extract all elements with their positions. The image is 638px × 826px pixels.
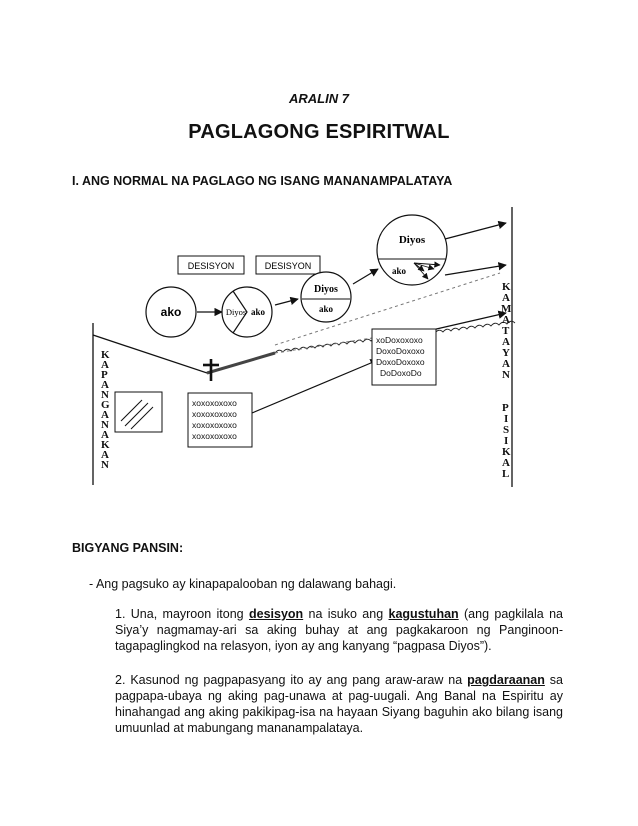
svg-text:G: G	[101, 399, 110, 411]
growth-diagram: DESISYON DESISYON ako Diyos ako Diyos ak…	[92, 207, 516, 487]
decision-label-1: DESISYON	[188, 261, 235, 271]
svg-text:N: N	[101, 419, 109, 431]
decision-label-2: DESISYON	[265, 261, 312, 271]
old-ways-line: xoxoxoxoxo	[192, 409, 237, 419]
svg-text:A: A	[101, 449, 109, 461]
dashed-lower-line	[274, 337, 373, 354]
self-circle	[145, 286, 197, 338]
decision-box-2	[255, 255, 321, 275]
svg-text:Y: Y	[502, 347, 510, 359]
svg-text:M: M	[501, 303, 512, 315]
svg-text:P: P	[502, 402, 509, 414]
arrow-6	[431, 310, 507, 331]
transition-right-label: ako	[251, 307, 266, 317]
new-ways-box	[371, 328, 437, 386]
svg-text:K: K	[101, 439, 110, 451]
svg-text:A: A	[502, 336, 510, 348]
yielded-bottom-label: ako	[319, 304, 334, 314]
old-ways-line: xoxoxoxoxo	[192, 431, 237, 441]
notice-heading: BIGYANG PANSIN:	[72, 541, 184, 555]
svg-text:K: K	[101, 349, 110, 361]
mature-top-label: Diyos	[399, 234, 426, 246]
new-ways-line: DoDoxoDo	[380, 368, 422, 378]
svg-text:K: K	[502, 446, 511, 458]
keyword-kagustuhan: kagustuhan	[388, 607, 459, 621]
transition-left-label: Diyos	[226, 307, 246, 317]
svg-text:N: N	[101, 389, 109, 401]
yielded-top-label: Diyos	[314, 284, 338, 295]
svg-text:I: I	[504, 435, 508, 447]
svg-text:I: I	[504, 413, 508, 425]
birth-vertical-label: K A P A N G A N A K A N	[101, 349, 110, 471]
old-ways-box	[187, 392, 253, 448]
arrow-5	[444, 262, 507, 276]
keyword-desisyon: desisyon	[248, 607, 304, 621]
svg-text:A: A	[502, 314, 510, 326]
svg-text:A: A	[101, 359, 109, 371]
arrow-4	[444, 220, 507, 240]
arrow-7	[251, 359, 379, 414]
notice-intro: - Ang pagsuko ay kinapapalooban ng dalaw…	[89, 577, 397, 591]
growth-start-line	[206, 351, 276, 375]
radiating-arrows	[413, 261, 441, 280]
svg-text:K: K	[502, 281, 511, 293]
svg-text:T: T	[502, 325, 510, 337]
svg-text:N: N	[502, 369, 510, 381]
yielded-circle	[300, 271, 352, 323]
svg-text:P: P	[101, 369, 108, 381]
arrow-3	[352, 268, 379, 285]
keyword-pagdaraanan: pagdaraanan	[467, 673, 545, 687]
self-circle-label: ako	[161, 305, 182, 319]
hatch-lines	[120, 399, 154, 430]
mature-circle	[376, 214, 448, 286]
svg-text:A: A	[502, 457, 510, 469]
old-ways-line: xoxoxoxoxo	[192, 420, 237, 430]
new-ways-line: xoDoxoxoxo	[376, 335, 423, 345]
svg-text:S: S	[503, 424, 509, 436]
svg-text:A: A	[502, 292, 510, 304]
section-heading: I. ANG NORMAL NA PAGLAGO NG ISANG MANANA…	[72, 174, 453, 188]
svg-text:A: A	[101, 409, 109, 421]
svg-text:A: A	[101, 429, 109, 441]
svg-text:A: A	[502, 358, 510, 370]
death-vertical-label: K A M A T A Y A N P I S I K A L	[501, 281, 512, 480]
paragraph-2: 2. Kasunod ng pagpapasyang ito ay ang pa…	[115, 673, 563, 735]
svg-text:L: L	[502, 468, 509, 480]
mature-bottom-label: ako	[392, 266, 407, 276]
paragraph-1: 1. Una, mayroon itong desisyon na isuko …	[115, 607, 563, 653]
new-ways-line: DoxoDoxoxo	[376, 346, 425, 356]
new-ways-line: DoxoDoxoxo	[376, 357, 425, 367]
page-title: PAGLAGONG ESPIRITWAL	[188, 121, 450, 143]
transition-divider	[232, 290, 248, 334]
life-path-line	[92, 334, 276, 374]
decision-box-1	[177, 255, 245, 275]
cross-icon	[203, 359, 219, 381]
svg-text:A: A	[101, 379, 109, 391]
arrow-2	[274, 296, 299, 306]
svg-text:N: N	[101, 459, 109, 471]
old-ways-line: xoxoxoxoxo	[192, 398, 237, 408]
lesson-number: ARALIN 7	[289, 91, 349, 106]
